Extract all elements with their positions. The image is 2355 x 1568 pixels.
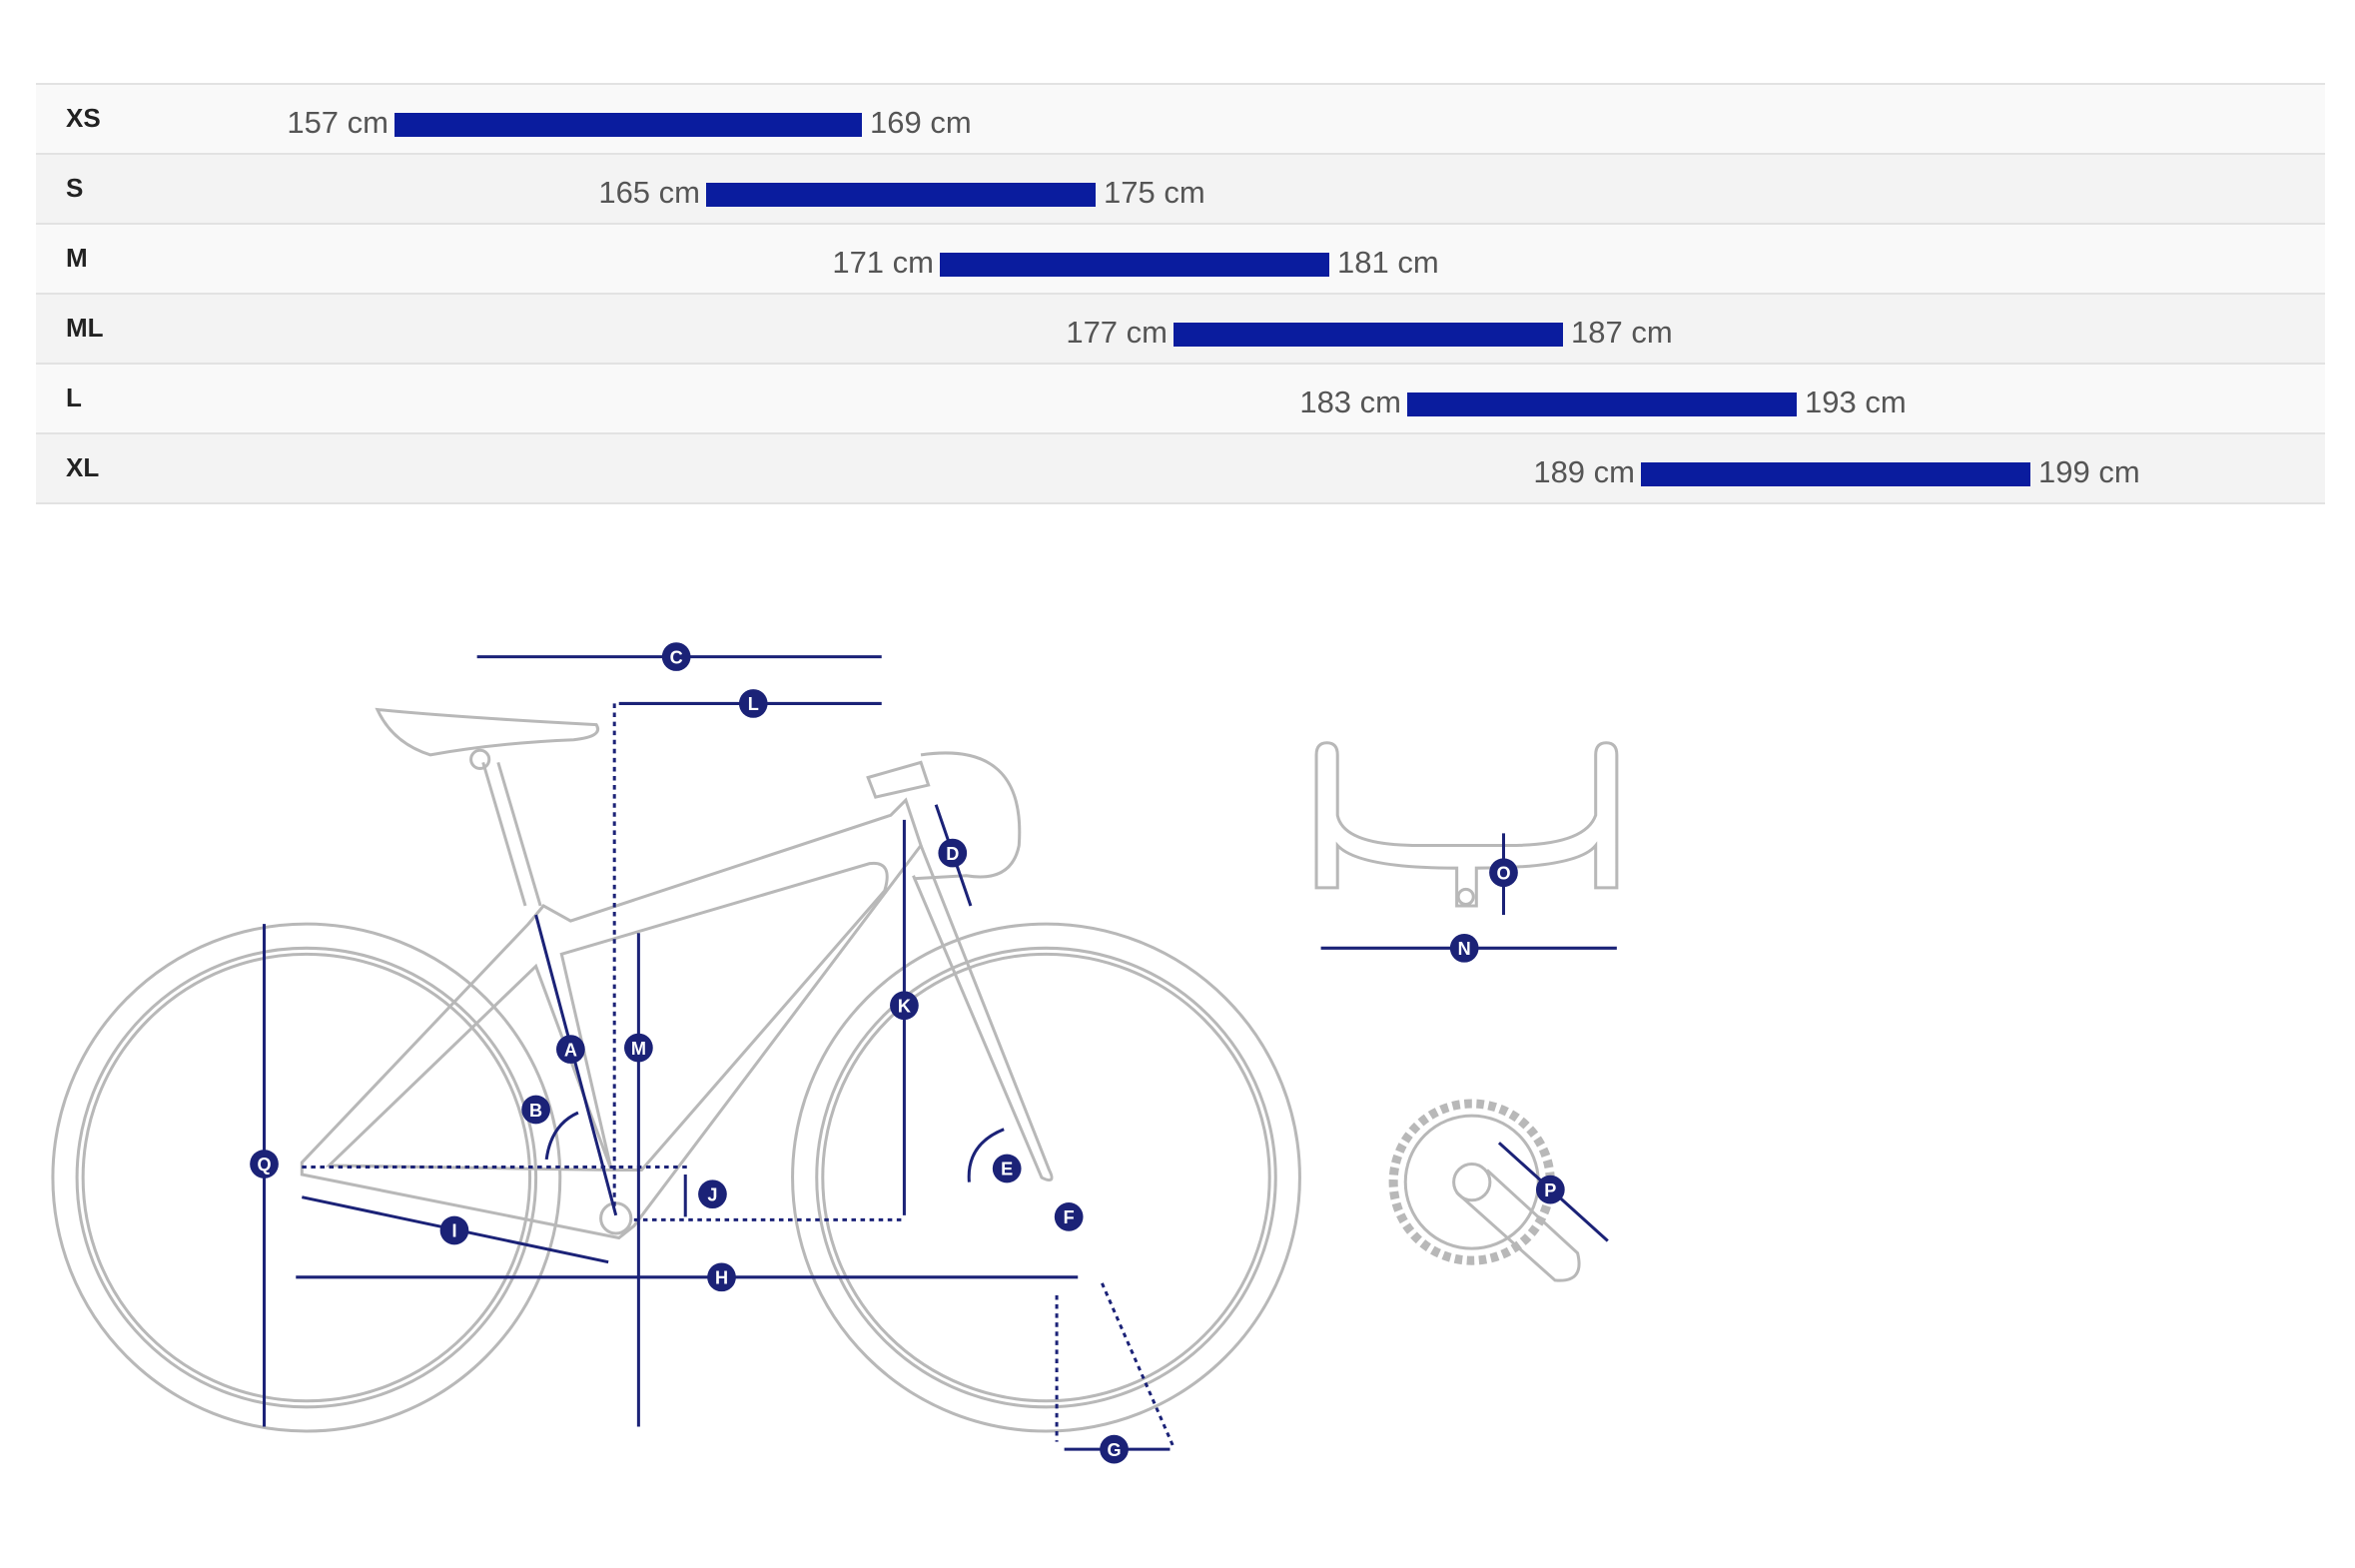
marker-o: O [1489, 858, 1518, 888]
marker-q: Q [250, 1150, 279, 1178]
marker-label: B [529, 1101, 542, 1121]
max-height-label: 181 cm [1337, 245, 1439, 280]
max-height-label: 187 cm [1571, 315, 1673, 350]
size-label: L [66, 383, 82, 412]
max-height-label: 199 cm [2038, 454, 2140, 489]
stem [866, 760, 931, 799]
marker-j: J [698, 1179, 727, 1209]
handlebar [913, 751, 1022, 881]
marker-label: A [564, 1040, 577, 1060]
height-range-bar [1641, 462, 2030, 486]
rider-height-size-chart: XS 157 cm 169 cm S 165 cm 175 cm M 171 c… [36, 83, 2325, 504]
crank-arm [1455, 1169, 1581, 1282]
height-range-bar [1407, 392, 1797, 416]
marker-label: L [748, 694, 759, 714]
marker-b: B [521, 1095, 550, 1125]
chainring [1388, 1099, 1555, 1265]
height-range-bar [394, 113, 862, 137]
size-label: XS [66, 103, 101, 133]
height-range-bar [940, 253, 1329, 277]
rear-wheel [51, 922, 562, 1433]
marker-a: A [556, 1035, 585, 1064]
marker-label: K [898, 996, 911, 1016]
size-row-xs: XS 157 cm 169 cm [36, 85, 2325, 155]
bike-outline [51, 707, 1619, 1433]
marker-p: P [1535, 1175, 1565, 1204]
marker-d: D [938, 838, 968, 868]
marker-i: I [439, 1215, 469, 1245]
min-height-label: 171 cm [832, 245, 934, 280]
front-handlebar-view [1314, 741, 1619, 908]
marker-label: C [670, 647, 683, 667]
min-height-label: 165 cm [598, 175, 700, 210]
marker-e: E [992, 1154, 1022, 1183]
marker-label: F [1064, 1207, 1075, 1227]
marker-h: H [707, 1262, 736, 1292]
marker-label: E [1001, 1160, 1013, 1179]
marker-label: M [631, 1039, 646, 1059]
marker-f: F [1054, 1201, 1084, 1231]
max-height-label: 193 cm [1805, 385, 1907, 419]
max-height-label: 175 cm [1104, 175, 1205, 210]
marker-l: L [738, 689, 768, 718]
marker-label: J [707, 1184, 717, 1204]
marker-n: N [1449, 933, 1479, 963]
size-row-l: L 183 cm 193 cm [36, 365, 2325, 434]
min-height-label: 183 cm [1299, 385, 1401, 419]
marker-label: Q [257, 1155, 271, 1175]
fork [912, 844, 1054, 1182]
min-height-label: 177 cm [1066, 315, 1168, 350]
height-range-bar [1174, 323, 1563, 347]
size-label: S [66, 173, 84, 203]
size-row-xl: XL 189 cm 199 cm [36, 434, 2325, 504]
size-label: M [66, 243, 88, 273]
dimension-markers: C L D K A M B Q J E F I H G O N P [250, 642, 1565, 1464]
size-label: XL [66, 452, 100, 482]
size-row-ml: ML 177 cm 187 cm [36, 295, 2325, 365]
marker-label: P [1544, 1180, 1556, 1200]
size-row-s: S 165 cm 175 cm [36, 155, 2325, 225]
dimension-lines [263, 655, 1617, 1451]
marker-k: K [890, 991, 919, 1021]
marker-label: N [1458, 939, 1471, 959]
size-row-m: M 171 cm 181 cm [36, 225, 2325, 295]
saddle [375, 707, 599, 757]
marker-label: G [1107, 1440, 1121, 1460]
size-label: ML [66, 313, 104, 343]
height-range-bar [706, 183, 1096, 207]
max-height-label: 169 cm [870, 105, 972, 140]
marker-label: I [451, 1221, 456, 1241]
marker-g: G [1100, 1434, 1129, 1464]
front-wheel [791, 922, 1301, 1433]
min-height-label: 189 cm [1533, 454, 1635, 489]
marker-label: O [1496, 863, 1510, 883]
seatpost [481, 761, 542, 907]
marker-label: D [946, 844, 959, 864]
bottom-bracket [599, 1201, 633, 1235]
marker-c: C [661, 642, 691, 671]
frame [300, 797, 923, 1240]
marker-m: M [624, 1033, 653, 1063]
min-height-label: 157 cm [287, 105, 389, 140]
marker-label: H [715, 1268, 728, 1288]
